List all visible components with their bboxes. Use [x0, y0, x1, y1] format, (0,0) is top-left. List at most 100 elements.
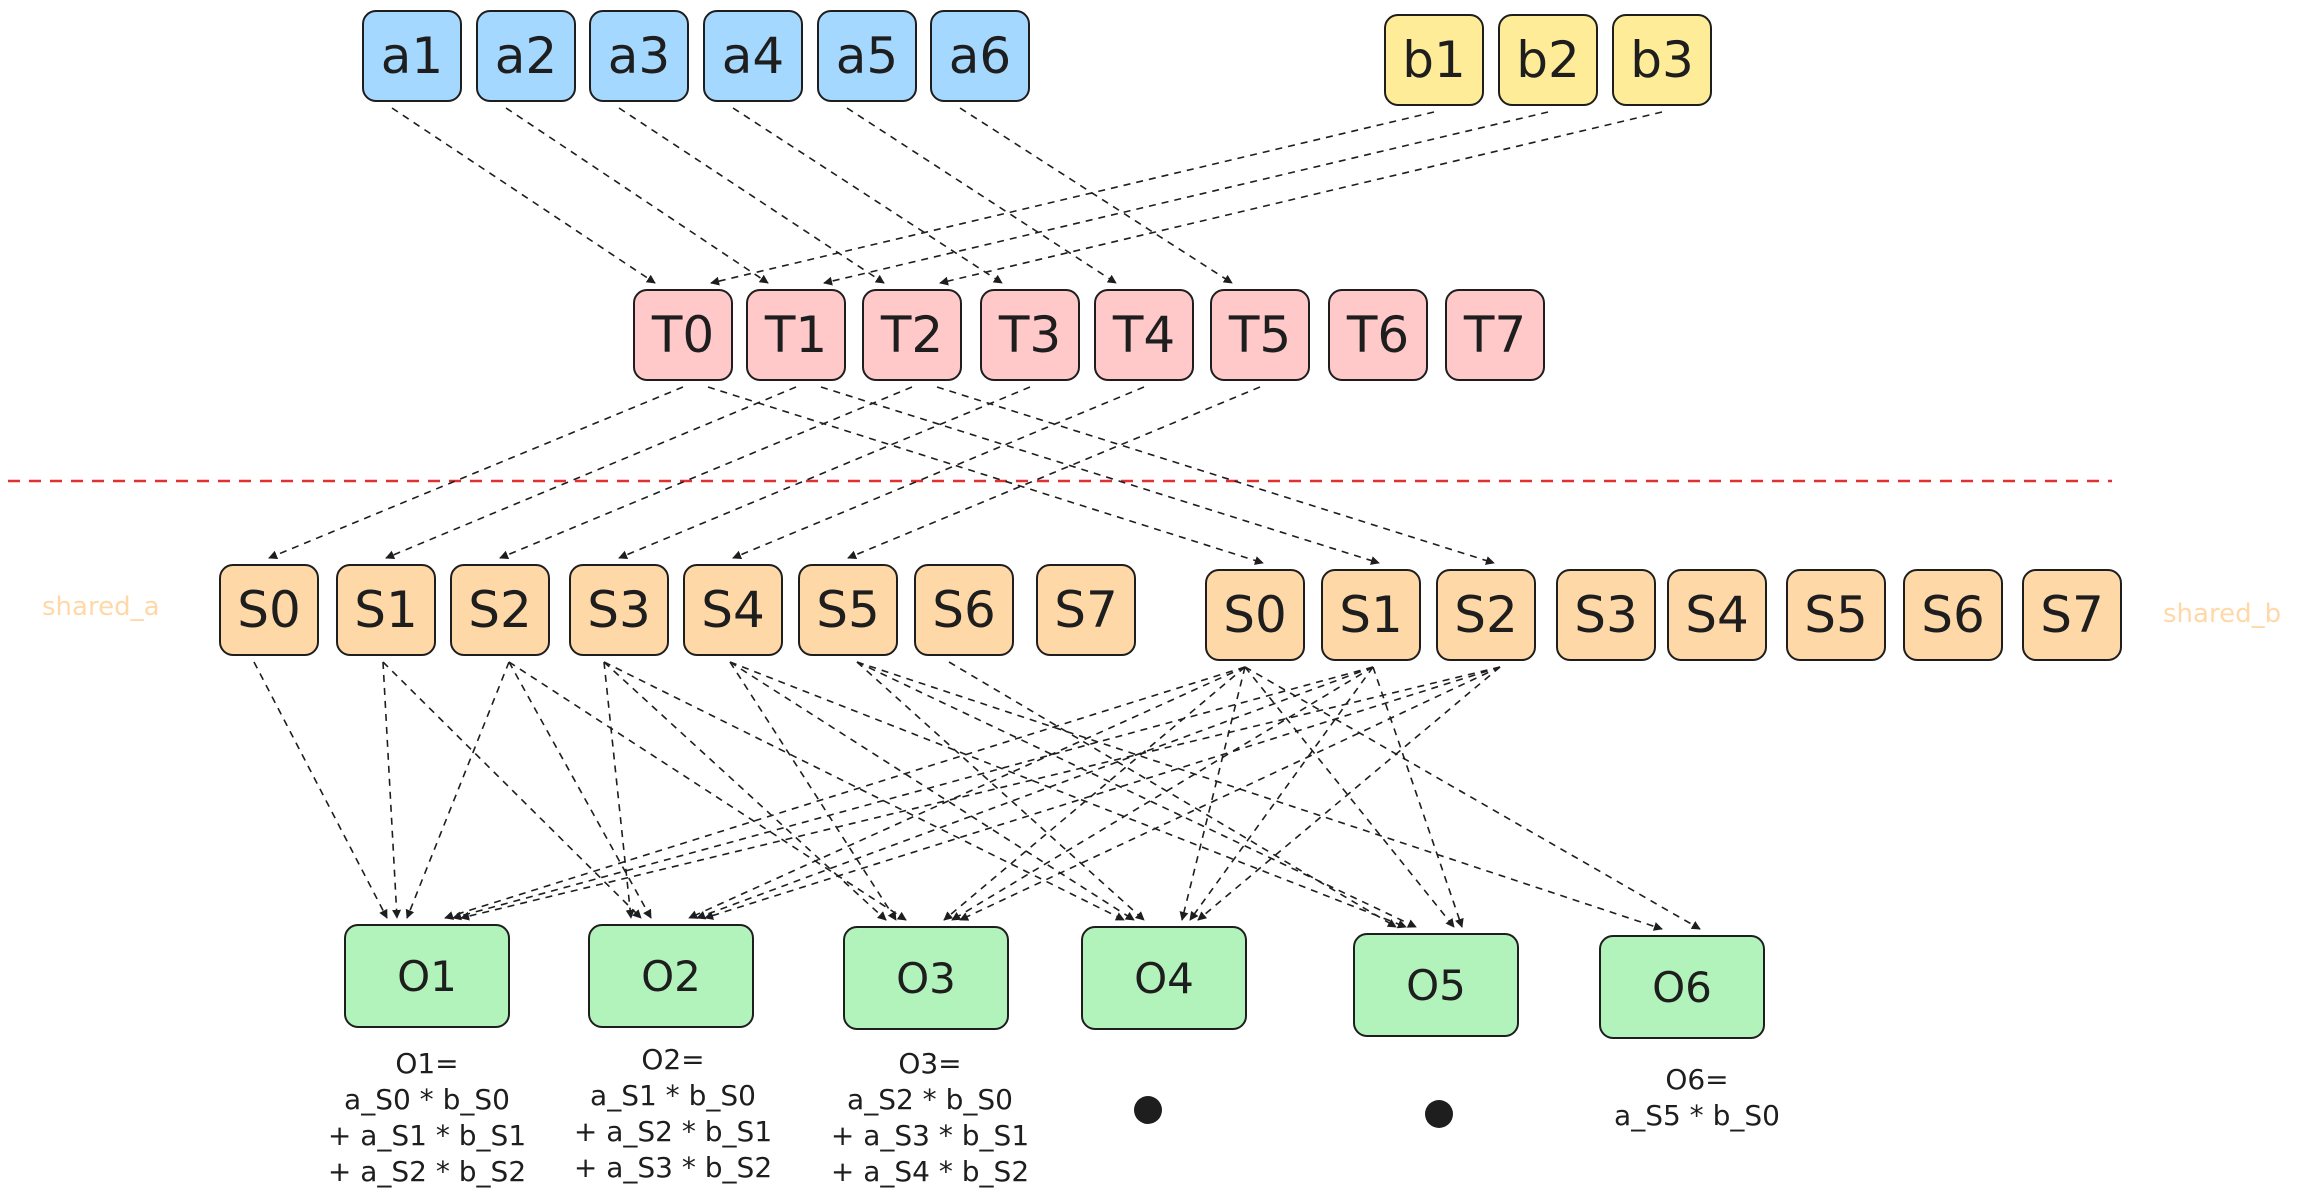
connector-arrow: [847, 386, 1261, 560]
thread-t6: T6: [1328, 289, 1428, 381]
input-a6: a6: [930, 10, 1030, 102]
connector-arrow: [936, 386, 1495, 565]
formula-line: a_S0 * b_S0: [344, 1083, 510, 1116]
shared-b-s6: S6: [1903, 569, 2003, 661]
connector-arrow: [253, 661, 388, 919]
input-b2: b2: [1498, 14, 1598, 106]
connector-arrow: [959, 107, 1233, 284]
thread-t3: T3: [980, 289, 1080, 381]
thread-t7: T7: [1445, 289, 1545, 381]
formula-line: a_S2 * b_S0: [847, 1083, 1013, 1116]
formula-line: O2=: [641, 1043, 705, 1076]
shared-a-s0: S0: [219, 564, 319, 656]
connector-arrow: [505, 107, 769, 284]
connector-arrow: [618, 386, 1031, 560]
connector-arrow: [603, 661, 635, 919]
connector-arrow: [729, 661, 897, 921]
connector-arrow: [696, 666, 1374, 920]
connector-arrow: [444, 666, 1246, 920]
connector-arrow: [729, 661, 1135, 921]
formula-o1: O1= a_S0 * b_S0 + a_S1 * b_S1 + a_S2 * b…: [297, 1046, 557, 1190]
connector-arrow: [603, 661, 887, 921]
connector-arrow: [856, 661, 1663, 931]
connector-arrow: [1189, 666, 1374, 921]
shared-b-s3: S3: [1556, 569, 1656, 661]
connector-arrow: [939, 111, 1663, 286]
formula-line: a_S5 * b_S0: [1614, 1099, 1780, 1132]
formula-line: + a_S4 * b_S2: [830, 1155, 1030, 1188]
connector-arrow: [1244, 666, 1455, 928]
output-o1: O1: [344, 924, 510, 1028]
connector-arrow: [452, 666, 1374, 921]
shared-b-label: shared_b: [2163, 599, 2282, 629]
formula-line: a_S1 * b_S0: [590, 1079, 756, 1112]
connector-arrow: [1244, 666, 1701, 930]
shared-a-s5: S5: [798, 564, 898, 656]
thread-t4: T4: [1094, 289, 1194, 381]
formula-line: + a_S1 * b_S1: [327, 1119, 527, 1152]
connector-arrow: [499, 386, 913, 560]
thread-t0: T0: [633, 289, 733, 381]
connector-arrow: [856, 661, 1417, 928]
formula-line: + a_S3 * b_S1: [830, 1119, 1030, 1152]
input-b1: b1: [1384, 14, 1484, 106]
connector-arrow: [1179, 666, 1246, 921]
formula-line: + a_S3 * b_S2: [573, 1151, 773, 1184]
formula-line: O1=: [395, 1047, 459, 1080]
connector-arrow: [508, 661, 907, 921]
connector-arrow: [959, 666, 1501, 921]
input-a3: a3: [589, 10, 689, 102]
shared-a-s3: S3: [569, 564, 669, 656]
connector-arrow: [382, 661, 642, 919]
thread-t1: T1: [746, 289, 846, 381]
shared-a-s6: S6: [914, 564, 1014, 656]
shared-a-s1: S1: [336, 564, 436, 656]
connector-arrow: [391, 107, 656, 284]
connector-arrow: [1197, 666, 1501, 921]
output-o2: O2: [588, 924, 754, 1028]
formula-line: O6=: [1665, 1063, 1729, 1096]
input-a4: a4: [703, 10, 803, 102]
shared-b-s5: S5: [1786, 569, 1886, 661]
input-a1: a1: [362, 10, 462, 102]
arrow-layer: [253, 107, 1701, 931]
input-b3: b3: [1612, 14, 1712, 106]
shared-b-s4: S4: [1667, 569, 1767, 661]
shared-b-s0: S0: [1205, 569, 1305, 661]
connector-arrow: [856, 661, 1145, 921]
formula-o6: O6= a_S5 * b_S0: [1567, 1062, 1827, 1134]
connector-arrow: [1372, 666, 1464, 928]
connector-arrow: [704, 666, 1501, 920]
connector-arrow: [405, 661, 510, 919]
connector-arrow: [385, 386, 797, 560]
thread-t2: T2: [862, 289, 962, 381]
connector-arrow: [823, 111, 1549, 286]
shared-b-s2: S2: [1436, 569, 1536, 661]
connector-arrow: [618, 107, 885, 284]
formula-line: O3=: [898, 1047, 962, 1080]
connector-arrow: [707, 386, 1264, 565]
shared-a-s2: S2: [450, 564, 550, 656]
connector-arrow: [948, 661, 1397, 928]
ellipsis-dot-o5: [1425, 1100, 1453, 1128]
connector-arrow: [710, 111, 1435, 286]
output-o3: O3: [843, 926, 1009, 1030]
output-o6: O6: [1599, 935, 1765, 1039]
connector-arrow: [846, 107, 1117, 284]
connector-arrow: [729, 661, 1407, 929]
connector-arrow: [508, 661, 652, 919]
connector-arrow: [268, 386, 684, 560]
output-o5: O5: [1353, 933, 1519, 1037]
ellipsis-dot-o4: [1134, 1096, 1162, 1124]
input-a2: a2: [476, 10, 576, 102]
connector-arrow: [382, 661, 402, 919]
shared-b-s1: S1: [1321, 569, 1421, 661]
output-o4: O4: [1081, 926, 1247, 1030]
formula-o2: O2= a_S1 * b_S0 + a_S2 * b_S1 + a_S3 * b…: [543, 1042, 803, 1186]
connector-arrow: [732, 107, 1003, 284]
input-a5: a5: [817, 10, 917, 102]
connector-arrow: [943, 666, 1246, 921]
connector-arrow: [820, 386, 1380, 565]
formula-o3: O3= a_S2 * b_S0 + a_S3 * b_S1 + a_S4 * b…: [800, 1046, 1060, 1190]
